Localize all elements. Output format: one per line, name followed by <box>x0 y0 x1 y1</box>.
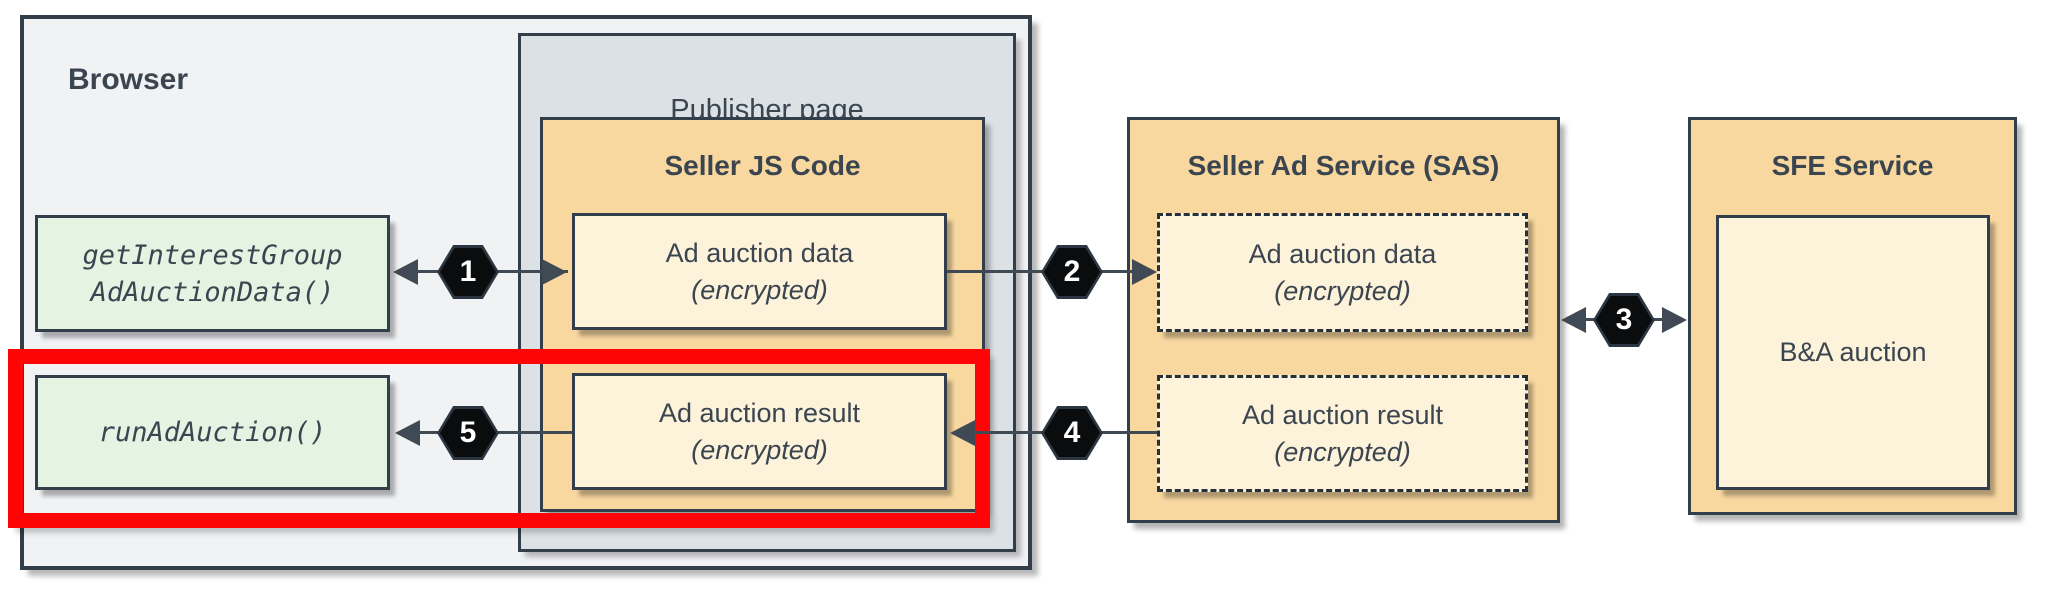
api-label: runAdAuction() <box>98 417 327 448</box>
arrowhead-right-icon <box>1662 307 1687 333</box>
node-label: Ad auction result <box>658 397 861 428</box>
node-label: Ad auction data <box>1248 238 1437 269</box>
seller-js-code-title: Seller JS Code <box>664 150 861 181</box>
arrowhead-left-icon <box>393 259 418 285</box>
sfe-service-title: SFE Service <box>1771 150 1934 181</box>
step-4-badge: 4 <box>1041 406 1103 460</box>
highlight-rectangle <box>8 349 990 528</box>
step-number: 3 <box>1596 296 1652 344</box>
node-sublabel: (encrypted) <box>691 434 828 465</box>
node-label: Ad auction data <box>665 237 854 268</box>
node-sublabel: (encrypted) <box>1274 436 1411 467</box>
ba-auction-node: B&A auction <box>1716 215 1990 490</box>
sas-ad-auction-data-node: Ad auction data (encrypted) <box>1157 213 1528 332</box>
step-number: 5 <box>440 409 496 457</box>
step-number: 1 <box>440 248 496 296</box>
arrowhead-left-icon <box>1561 307 1586 333</box>
seller-ad-service-title: Seller Ad Service (SAS) <box>1187 150 1500 181</box>
arrowhead-left-icon <box>950 420 975 446</box>
arrowhead-right-icon <box>1132 259 1157 285</box>
get-interest-group-ad-auction-data-node: getInterestGroup AdAuctionData() <box>35 215 390 332</box>
node-sublabel: (encrypted) <box>1274 275 1411 306</box>
api-label-line2: AdAuctionData() <box>90 276 335 308</box>
step-number: 4 <box>1044 409 1100 457</box>
arrowhead-left-icon <box>395 420 420 446</box>
step-3-badge: 3 <box>1593 293 1655 347</box>
sas-ad-auction-result-node: Ad auction result (encrypted) <box>1157 375 1528 492</box>
node-sublabel: (encrypted) <box>691 274 828 305</box>
node-label: B&A auction <box>1779 337 1927 367</box>
arrowhead-right-icon <box>542 259 567 285</box>
step-2-badge: 2 <box>1041 245 1103 299</box>
run-ad-auction-node: runAdAuction() <box>35 375 390 490</box>
seller-js-ad-auction-data-node: Ad auction data (encrypted) <box>572 213 947 330</box>
browser-title: Browser <box>68 63 189 96</box>
step-number: 2 <box>1044 248 1100 296</box>
node-label: Ad auction result <box>1241 399 1444 430</box>
api-label-line1: getInterestGroup <box>82 239 343 271</box>
step-1-badge: 1 <box>437 245 499 299</box>
seller-js-ad-auction-result-node: Ad auction result (encrypted) <box>572 373 947 490</box>
